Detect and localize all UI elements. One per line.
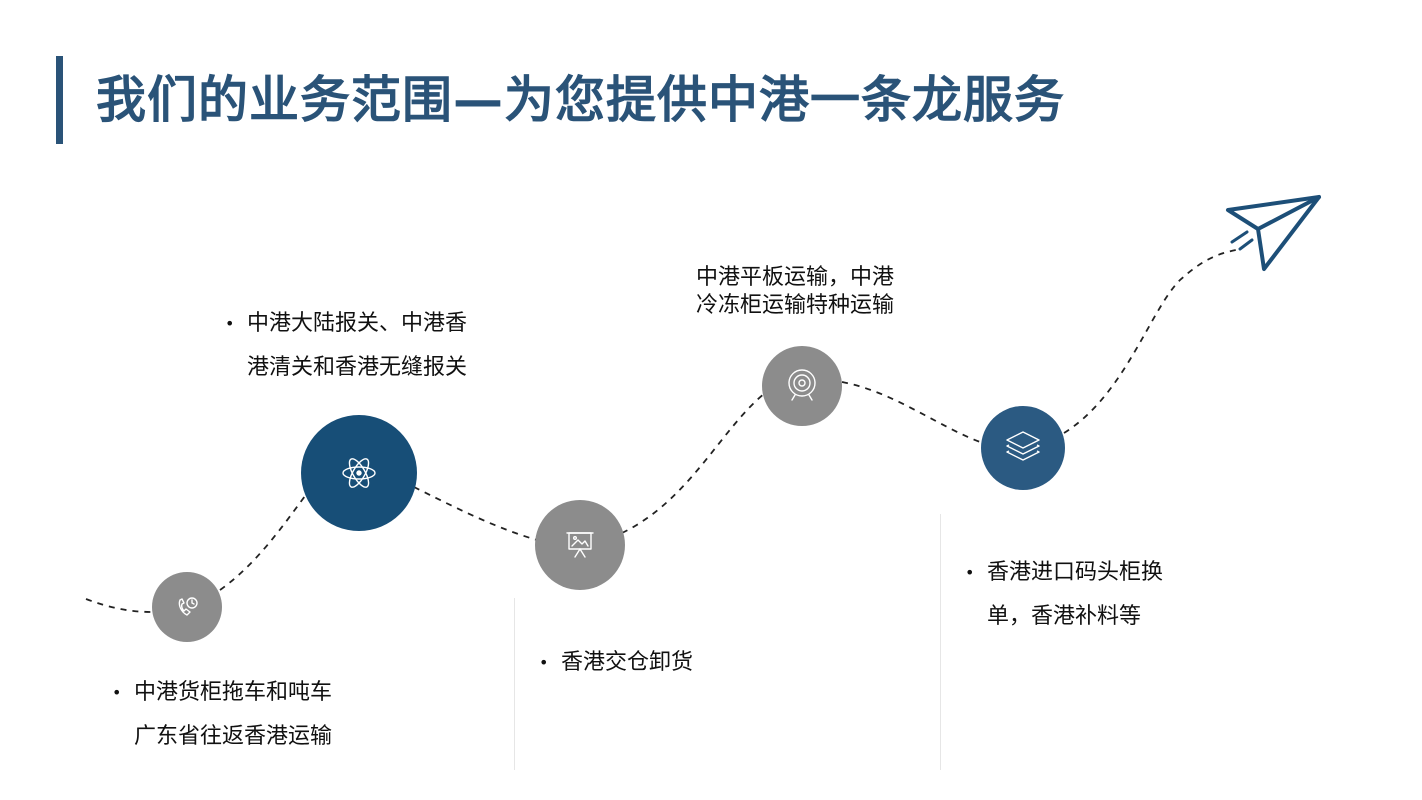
layers-icon — [1006, 431, 1040, 461]
service-customs-text: • 中港大陆报关、中港香 港清关和香港无缝报关 — [225, 302, 467, 390]
dashed-path-segment — [621, 392, 766, 534]
service-customs-line2: 港清关和香港无缝报关 — [247, 355, 468, 380]
bullet-dot: • — [539, 653, 549, 672]
bullet-dot: • — [965, 563, 975, 582]
service-terminal-line1: 香港进口码头柜换 — [987, 560, 1164, 585]
paper-plane-icon — [1226, 195, 1321, 271]
page-title: 我们的业务范围—为您提供中港一条龙服务 — [96, 71, 1065, 129]
dashed-path-segment — [413, 486, 538, 541]
service-trucking-text: • 中港货柜拖车和吨车 广东省往返香港运输 — [112, 671, 332, 759]
node-customs — [301, 415, 417, 531]
service-transport-line2: 冷冻柜运输特种运输 — [696, 293, 895, 318]
service-warehouse-text: • 香港交仓卸货 — [539, 641, 693, 685]
service-warehouse-line1: 香港交仓卸货 — [561, 650, 694, 675]
bullet-dot: • — [225, 314, 235, 333]
presentation-board-icon — [566, 532, 594, 558]
divider-line — [514, 598, 515, 770]
title-accent-bar — [56, 56, 63, 144]
service-transport-text: 中港平板运输，中港 冷冻柜运输特种运输 — [696, 264, 894, 320]
node-warehouse — [535, 500, 625, 590]
service-customs-line1: 中港大陆报关、中港香 — [247, 311, 468, 336]
node-terminal — [981, 406, 1065, 490]
service-terminal-line2: 单，香港补料等 — [987, 604, 1142, 629]
bullet-dot: • — [112, 683, 122, 702]
service-trucking-line1: 中港货柜拖车和吨车 — [134, 680, 333, 705]
service-terminal-text: • 香港进口码头柜换 单，香港补料等 — [965, 551, 1163, 639]
node-trucking — [152, 572, 222, 642]
dashed-path-segment — [1063, 249, 1237, 434]
dashed-path-segment — [841, 381, 984, 444]
service-transport-line1: 中港平板运输，中港 — [696, 265, 895, 290]
atom-icon — [342, 458, 376, 488]
service-trucking-line2: 广东省往返香港运输 — [134, 724, 333, 749]
target-icon — [788, 369, 816, 401]
node-transport — [762, 346, 842, 426]
dashed-path-segment — [85, 598, 153, 613]
divider-line — [940, 514, 941, 770]
phone-clock-icon — [178, 597, 198, 616]
dashed-path-segment — [219, 495, 306, 591]
